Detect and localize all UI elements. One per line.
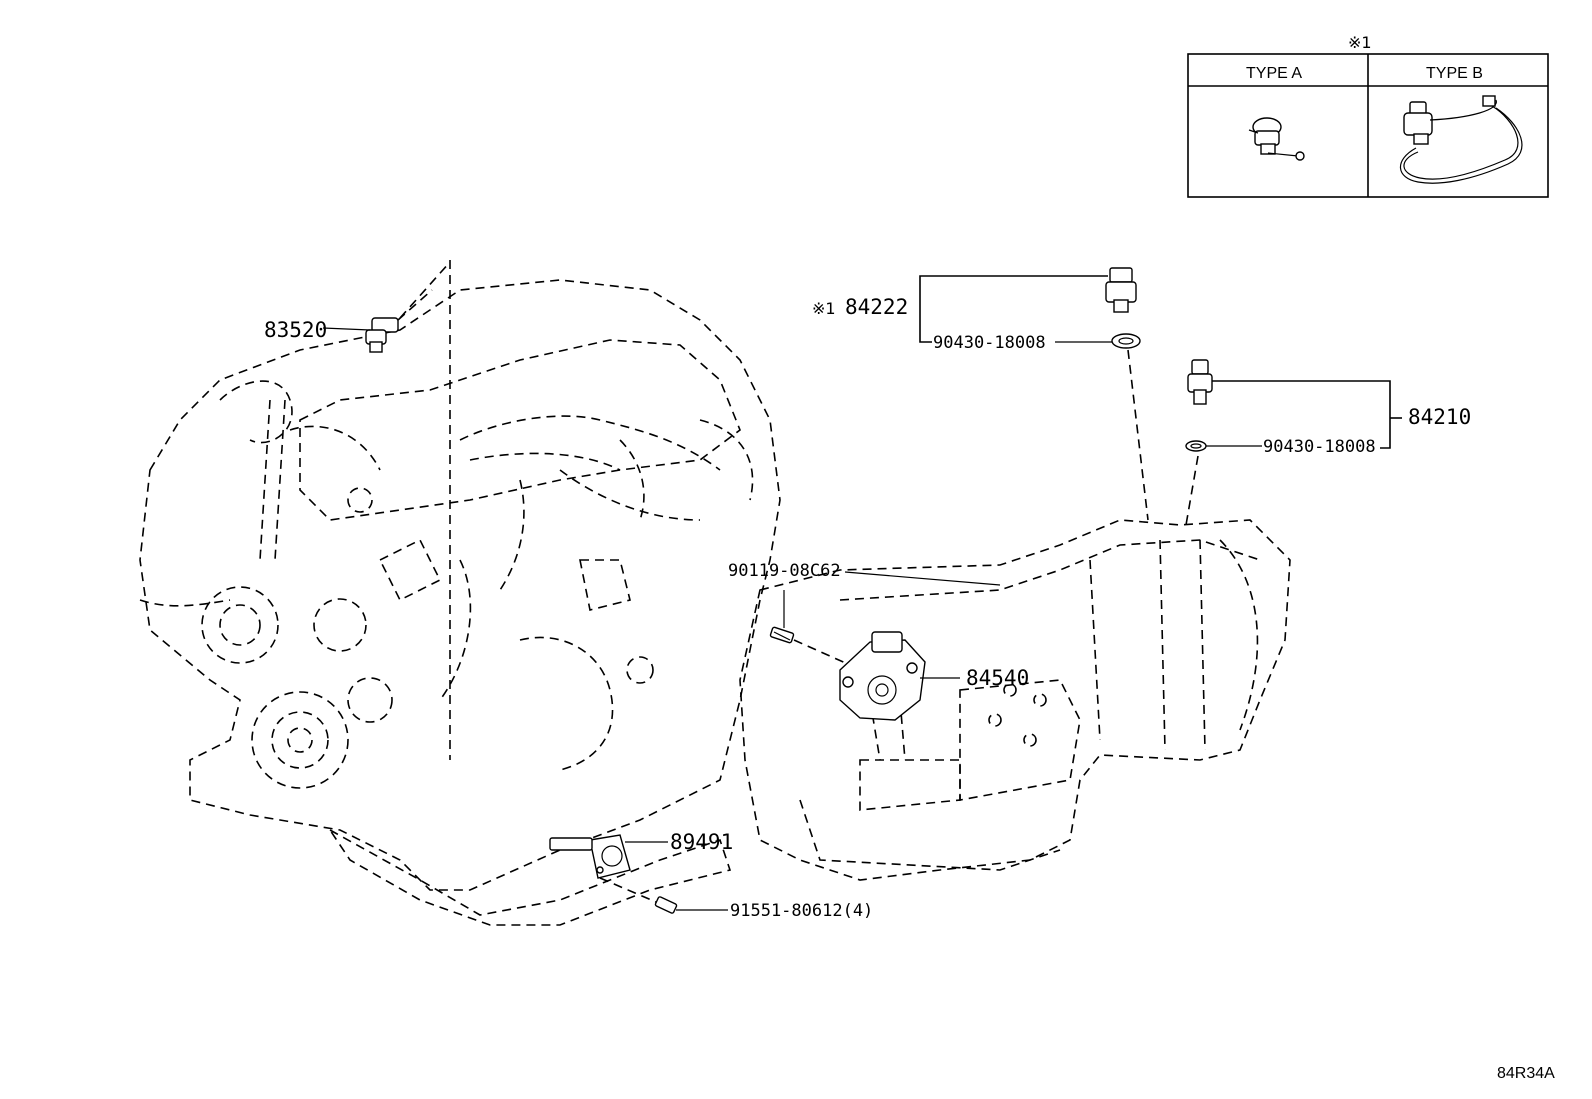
legend-mark: ※1 [1348,33,1372,52]
diagram-code: 84R34A [1497,1065,1555,1082]
callout-90119-08c62[interactable]: 90119-08C62 [728,561,841,581]
type-legend-table: ※1 TYPE A TYPE B [1187,33,1549,198]
legend-type-b-header: TYPE B [1426,65,1483,82]
type-a-sensor-icon [1248,117,1305,161]
part-90430-gasket-b[interactable] [1185,440,1207,452]
callout-89491[interactable]: 89491 [670,830,733,854]
callout-90430-18008-a[interactable]: 90430-18008 [933,333,1046,353]
part-89491-sensor[interactable] [549,834,631,879]
part-84210-switch[interactable] [1187,359,1213,405]
engine-assembly-outline [139,260,781,926]
part-84540-neutral-start-switch[interactable] [839,631,926,721]
type-b-sensor-icon [1399,95,1523,184]
callout-84222-mark: ※1 [812,299,836,318]
callout-90430-18008-b[interactable]: 90430-18008 [1263,437,1376,457]
callout-84540[interactable]: 84540 [966,666,1029,690]
callout-84210[interactable]: 84210 [1408,405,1471,429]
part-83520-oil-pressure-switch[interactable] [365,317,399,353]
callout-91551-80612[interactable]: 91551-80612(4) [730,901,873,921]
part-84222-switch[interactable] [1105,267,1137,313]
callout-83520[interactable]: 83520 [264,318,327,342]
callout-84222[interactable]: 84222 [845,295,908,319]
part-90119-bolt[interactable] [769,626,795,644]
legend-type-a-header: TYPE A [1246,65,1302,82]
part-91551-bolt[interactable] [654,896,678,914]
transmission-outline [739,519,1291,881]
part-90430-gasket-a[interactable] [1111,333,1141,349]
